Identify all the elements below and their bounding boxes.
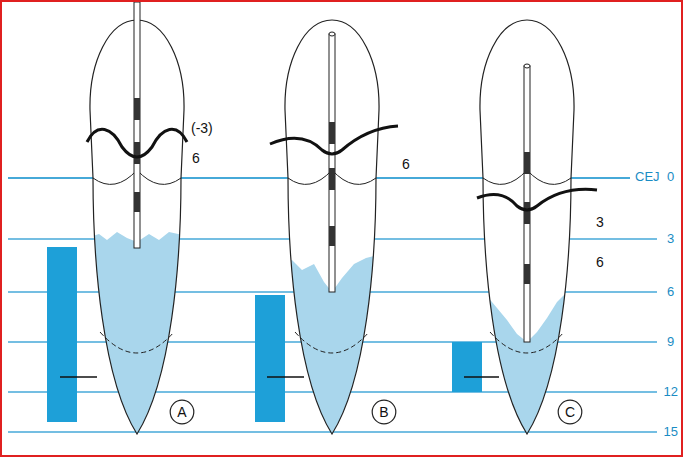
letter-circle: B xyxy=(371,399,397,425)
letter-circle: A xyxy=(169,399,195,425)
depth-label: 6 xyxy=(596,254,604,270)
letter-circle: C xyxy=(557,399,583,425)
scale-mark: 0 xyxy=(667,169,674,185)
depth-label: (-3) xyxy=(191,120,213,136)
scale-mark: 15 xyxy=(664,424,678,440)
tooth-c xyxy=(477,20,597,442)
scale-mark: 9 xyxy=(667,334,674,350)
depth-label: 6 xyxy=(192,150,200,166)
scale-mark: 6 xyxy=(667,284,674,300)
tooth-letter: B xyxy=(371,399,397,425)
depth-label: 6 xyxy=(402,156,410,172)
scale-mark: 3 xyxy=(667,231,674,247)
scale-mark: 12 xyxy=(664,384,678,400)
tooth-letter: A xyxy=(169,399,195,425)
depth-label: 3 xyxy=(596,214,604,230)
tooth-b xyxy=(270,20,398,442)
scale-mark: CEJ xyxy=(635,169,660,185)
tooth-letter: C xyxy=(557,399,583,425)
tooth-a xyxy=(87,2,187,442)
